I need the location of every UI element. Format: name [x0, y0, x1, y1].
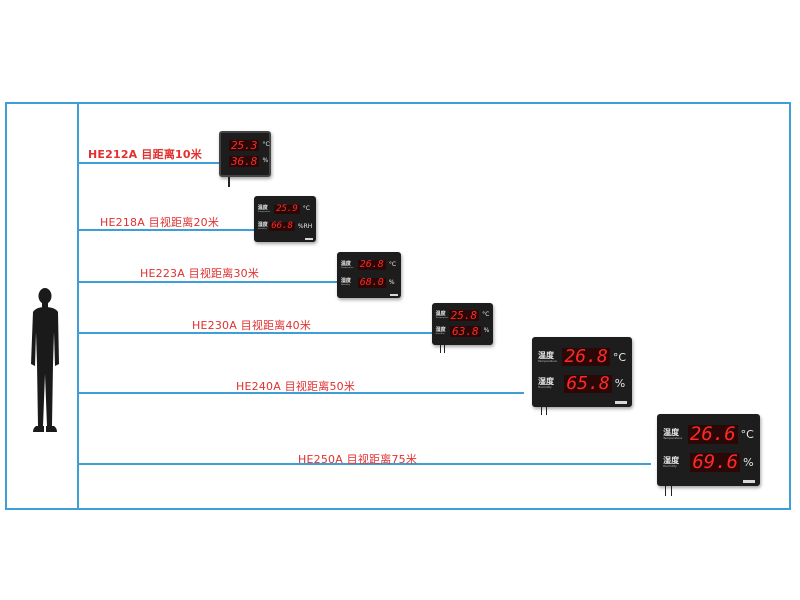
sensor-cable	[665, 486, 666, 496]
humidity-sublabel: Humidity	[538, 385, 552, 390]
humidity-unit: %	[262, 157, 269, 165]
temperature-value: 25.3	[228, 138, 260, 152]
temperature-sublabel: Temperature	[257, 210, 271, 213]
row-line-3	[78, 281, 337, 283]
temperature-unit: °C	[740, 428, 754, 442]
sensor-cable	[546, 407, 547, 415]
humidity-unit: %RH	[297, 222, 313, 230]
humidity-label: 湿度	[257, 222, 268, 229]
row-label-2: HE218A 目视距离20米	[100, 216, 220, 229]
temperature-unit: °C	[302, 205, 310, 213]
temperature-label: 温度	[257, 204, 268, 211]
temperature-unit: °C	[612, 350, 626, 364]
row-label-1: HE212A 目距离10米	[88, 148, 202, 161]
humidity-unit: %	[614, 377, 626, 391]
temperature-value: 26.6	[687, 423, 738, 446]
row-line-5	[78, 392, 524, 394]
sensor-cable	[671, 486, 672, 496]
temperature-sublabel: Temperature	[538, 358, 558, 363]
sensor-cable	[228, 177, 230, 187]
temperature-sublabel: Temperature	[435, 316, 449, 319]
humidity-label: 湿度	[340, 278, 351, 285]
temperature-label: 温度	[663, 428, 680, 438]
humidity-unit: %	[483, 327, 490, 335]
row-label-6: HE250A 目视距离75米	[298, 453, 418, 466]
humidity-label: 湿度	[663, 455, 680, 465]
diagram-frame	[5, 102, 791, 510]
row-label-4: HE230A 目视距离40米	[192, 319, 312, 332]
row-line-6	[78, 463, 651, 465]
temperature-unit: °C	[388, 261, 397, 269]
humidity-unit: %	[388, 278, 395, 286]
humidity-value: 65.8	[564, 372, 612, 394]
temperature-value: 26.8	[562, 346, 610, 368]
humidity-value: 63.8	[450, 324, 481, 338]
row-label-3: HE223A 目视距离30米	[140, 267, 260, 280]
temperature-value: 25.9	[274, 203, 300, 214]
model-tag	[305, 237, 313, 241]
viewer-baseline	[77, 102, 79, 510]
person-silhouette-icon	[31, 288, 59, 432]
model-tag	[615, 400, 627, 405]
row-line-1	[78, 162, 220, 164]
model-tag	[390, 293, 398, 297]
temperature-sublabel: Temperature	[340, 266, 354, 269]
temperature-unit: °C	[482, 311, 490, 319]
humidity-label: 湿度	[435, 326, 446, 333]
humidity-label: 湿度	[538, 377, 554, 387]
temperature-value: 26.8	[357, 259, 386, 271]
temperature-sublabel: Temperature	[663, 436, 683, 441]
sensor-cable	[541, 407, 542, 415]
humidity-sublabel: Humidity	[435, 332, 445, 335]
model-tag	[742, 479, 755, 484]
humidity-value: 68.0	[357, 276, 386, 288]
humidity-unit: %	[743, 455, 754, 469]
row-label-5: HE240A 目视距离50米	[236, 380, 356, 393]
sensor-cable	[444, 345, 445, 353]
humidity-sublabel: Humidity	[340, 284, 350, 287]
row-line-2	[78, 229, 256, 231]
temperature-label: 温度	[340, 260, 351, 267]
temperature-value: 25.8	[448, 308, 480, 322]
temperature-unit: °C	[262, 141, 270, 149]
humidity-sublabel: Humidity	[257, 228, 267, 231]
humidity-value: 69.6	[690, 450, 741, 473]
display-he212a: 25.3°C 36.8%	[219, 131, 271, 177]
sensor-cable	[440, 345, 441, 353]
row-line-4	[78, 332, 432, 334]
temperature-label: 温度	[435, 310, 446, 317]
humidity-value: 36.8	[228, 154, 260, 168]
humidity-value: 66.8	[269, 221, 295, 232]
temperature-label: 温度	[538, 350, 554, 360]
humidity-sublabel: Humidity	[663, 463, 677, 468]
